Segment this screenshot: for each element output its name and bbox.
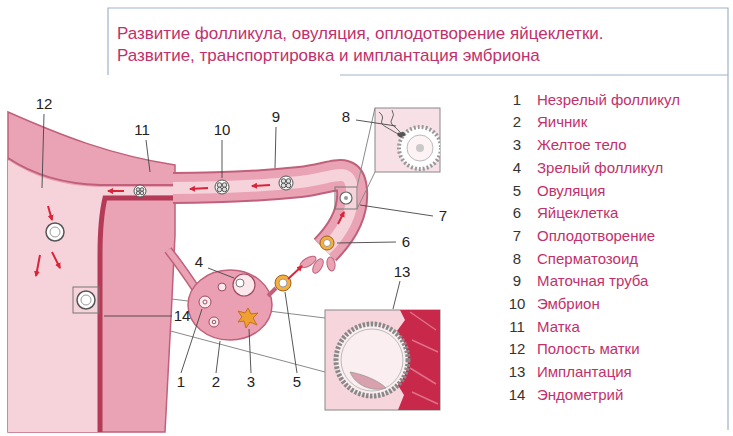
callout-number: 4 bbox=[195, 254, 203, 271]
implantation-inset bbox=[325, 310, 440, 410]
transport-arrows bbox=[36, 185, 344, 279]
callout-number: 5 bbox=[293, 374, 301, 391]
legend-number: 5 bbox=[513, 183, 521, 200]
uterus-wall bbox=[8, 112, 175, 432]
diagram-title: Развитие фолликула, овуляция, оплодотвор… bbox=[117, 23, 657, 67]
callout-number: 8 bbox=[342, 109, 350, 126]
callout-number: 9 bbox=[272, 109, 280, 126]
legend-text: Сперматозоид bbox=[537, 251, 638, 268]
legend-number: 12 bbox=[509, 341, 526, 358]
legend-number: 14 bbox=[509, 387, 526, 404]
legend-text: Имплантация bbox=[537, 364, 632, 381]
legend-text: Матка bbox=[537, 319, 580, 336]
legend-text: Яйцеклетка bbox=[537, 205, 618, 222]
ovary bbox=[188, 270, 272, 340]
corpus-luteum bbox=[238, 308, 258, 328]
callout-number: 1 bbox=[177, 374, 185, 391]
ovarian-ligament-fill bbox=[168, 250, 198, 292]
legend-number: 2 bbox=[513, 114, 521, 131]
callout-number: 2 bbox=[212, 374, 220, 391]
callout-number: 10 bbox=[214, 122, 231, 139]
legend-text: Зрелый фолликул bbox=[537, 160, 663, 177]
legend-number: 4 bbox=[513, 160, 521, 177]
legend-number: 1 bbox=[513, 92, 521, 109]
legend-text: Оплодотворение bbox=[537, 228, 655, 245]
callout-number: 11 bbox=[134, 122, 150, 139]
legend-text: Маточная труба bbox=[537, 273, 648, 290]
ovarian-ligament bbox=[168, 250, 198, 292]
embryos bbox=[46, 176, 293, 313]
legend-number: 7 bbox=[513, 228, 521, 245]
legend-text: Незрелый фолликул bbox=[537, 92, 680, 109]
callout-number: 7 bbox=[439, 208, 447, 225]
legend-text: Эмбрион bbox=[537, 296, 600, 313]
fallopian-tube bbox=[173, 175, 352, 250]
immature-follicles bbox=[199, 283, 226, 327]
legend-text: Овуляция bbox=[537, 183, 605, 200]
callout-number: 13 bbox=[394, 264, 411, 281]
frame bbox=[108, 8, 728, 430]
legend-number: 13 bbox=[509, 364, 526, 381]
legend-text: Яичник bbox=[537, 114, 587, 131]
legend-text: Эндометрий bbox=[537, 387, 623, 404]
legend-number: 6 bbox=[513, 205, 521, 222]
callout-number: 6 bbox=[402, 234, 410, 251]
leader-lines bbox=[42, 114, 433, 373]
callout-number: 3 bbox=[247, 374, 255, 391]
legend-number: 9 bbox=[513, 273, 521, 290]
cavity-edge bbox=[8, 158, 176, 185]
fimbriae bbox=[298, 254, 336, 275]
mature-follicle bbox=[233, 274, 255, 296]
egg-cell bbox=[320, 236, 334, 250]
endometrium bbox=[100, 198, 176, 432]
legend-number: 10 bbox=[509, 296, 526, 313]
callout-number: 12 bbox=[36, 96, 53, 113]
legend-number: 3 bbox=[513, 137, 521, 154]
legend-number: 11 bbox=[509, 319, 525, 336]
uterine-cavity bbox=[8, 160, 176, 432]
legend-text: Желтое тело bbox=[537, 137, 627, 154]
fertilization-inset bbox=[375, 108, 441, 172]
legend-number: 8 bbox=[513, 251, 521, 268]
legend-text: Полость матки bbox=[537, 341, 640, 358]
fertilization bbox=[335, 108, 375, 209]
callout-number: 14 bbox=[174, 308, 191, 325]
